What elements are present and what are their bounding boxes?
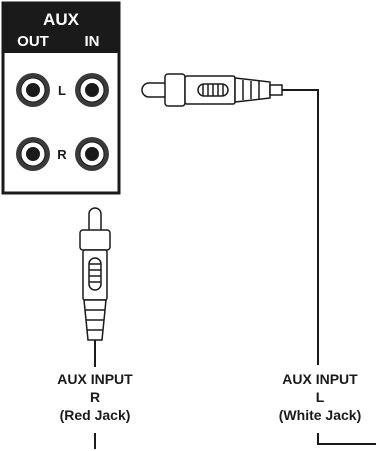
aux-out-label: OUT bbox=[17, 33, 49, 50]
right-label-line2: L bbox=[316, 389, 325, 405]
plug-window bbox=[88, 257, 102, 291]
aux-title: AUX bbox=[43, 10, 80, 29]
aux-in-right-jack bbox=[75, 137, 109, 171]
left-label-line2: R bbox=[90, 389, 100, 405]
horizontal-rca-plug bbox=[141, 73, 283, 107]
plug-collar bbox=[164, 73, 186, 107]
aux-out-right-jack bbox=[16, 137, 50, 171]
right-label-line1: AUX INPUT bbox=[282, 371, 358, 387]
left-label-line1: AUX INPUT bbox=[57, 371, 133, 387]
left-channel-label: L bbox=[58, 83, 66, 98]
left-label-line3: (Red Jack) bbox=[60, 407, 131, 423]
aux-in-label: IN bbox=[85, 33, 100, 50]
vertical-rca-plug bbox=[79, 207, 111, 341]
aux-in-left-jack bbox=[75, 73, 109, 107]
right-label-line3: (White Jack) bbox=[279, 407, 361, 423]
white-jack-cable-end bbox=[317, 433, 376, 445]
right-connection-label: AUX INPUT L (White Jack) bbox=[266, 368, 378, 432]
plug-tail bbox=[269, 84, 283, 96]
aux-out-left-jack bbox=[16, 73, 50, 107]
plug-collar bbox=[79, 229, 111, 251]
right-channel-label: R bbox=[57, 147, 67, 162]
plug-strain-relief bbox=[234, 77, 271, 103]
aux-panel-header bbox=[3, 3, 119, 53]
white-jack-cable bbox=[282, 89, 319, 365]
left-connection-label: AUX INPUT R (Red Jack) bbox=[42, 368, 148, 432]
aux-panel: AUX OUT IN L R bbox=[1, 1, 121, 195]
